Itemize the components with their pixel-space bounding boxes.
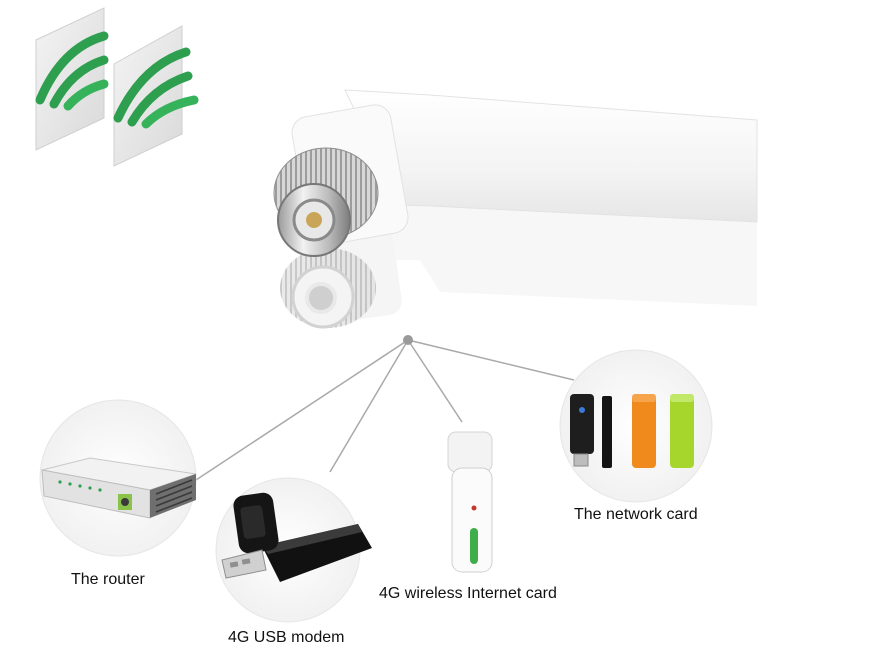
network-card-image	[570, 394, 694, 468]
router-caption: The router	[71, 571, 145, 588]
usb-modem-caption: 4G USB modem	[228, 629, 345, 646]
wireless-card-image	[447, 431, 493, 573]
antenna-image	[273, 89, 758, 329]
router-image	[41, 457, 197, 519]
wireless-card-caption: 4G wireless Internet card	[379, 585, 557, 602]
usb-modem-image	[221, 492, 372, 582]
connector-dot	[403, 335, 413, 345]
wifi-signal-icon	[35, 7, 109, 151]
connector-lines	[195, 339, 575, 481]
wifi-signal-icon	[113, 25, 199, 167]
network-card-caption: The network card	[574, 506, 698, 523]
